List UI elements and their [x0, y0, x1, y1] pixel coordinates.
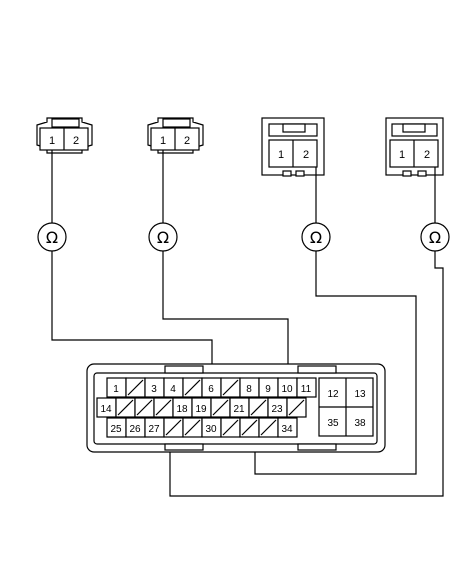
ecu-pin: 34: [281, 424, 293, 435]
ecu-pin: 14: [100, 404, 112, 415]
connector-b: 1 2: [147, 117, 204, 154]
ohmmeter-a: Ω: [37, 222, 67, 252]
ohm-symbol-a: Ω: [46, 228, 58, 247]
ecu-pin: 25: [110, 424, 122, 435]
connector-c: 1 2: [261, 117, 325, 177]
ohmmeter-d: Ω: [420, 222, 450, 252]
ecu-pin: 19: [195, 404, 207, 415]
ohm-symbol-b: Ω: [157, 228, 169, 247]
ecu-pin: 27: [148, 424, 160, 435]
connector-d: 1 2: [385, 117, 444, 177]
wire-c-ecu: [254, 251, 417, 475]
connector-b-pin-1: 1: [160, 135, 166, 147]
connector-a: 1 2: [36, 117, 93, 154]
ohmmeter-b: Ω: [148, 222, 178, 252]
wires: [51, 150, 444, 497]
ecu-pin: 26: [129, 424, 141, 435]
ecu-pin: 13: [354, 389, 366, 400]
ecu-pin: 38: [354, 418, 366, 429]
connector-a-pin-2: 2: [73, 135, 79, 147]
connector-c-pin-2: 2: [303, 149, 309, 161]
connector-b-pin-2: 2: [184, 135, 190, 147]
wire-d-ecu: [169, 251, 444, 497]
ecu-pin: 18: [176, 404, 188, 415]
ecu-pin: 12: [327, 389, 339, 400]
ecu-pin: 3: [151, 384, 157, 395]
wire-a-ecu: [51, 251, 213, 382]
ecu-pin: 21: [233, 404, 245, 415]
ecu-connector: 1 3 4 6 8 9 10 11: [86, 363, 386, 453]
ecu-pin: 4: [170, 384, 176, 395]
ecu-pin: 8: [246, 384, 252, 395]
connector-c-pin-1: 1: [278, 149, 284, 161]
ecu-pin: 9: [265, 384, 271, 395]
ecu-pin: 35: [327, 418, 339, 429]
ecu-row-2: 14 18 19 21 23: [96, 397, 307, 418]
ecu-pin: 10: [281, 384, 293, 395]
ecu-row-3: 25 26 27 30 34: [106, 417, 298, 438]
ecu-pin: 11: [301, 384, 312, 395]
ohmmeter-c: Ω: [301, 222, 331, 252]
ecu-pin: 6: [208, 384, 214, 395]
ecu-right-block: 12 13 35 38: [318, 377, 374, 437]
connector-a-pin-1: 1: [49, 135, 55, 147]
connector-d-pin-1: 1: [399, 149, 405, 161]
ecu-pin: 30: [205, 424, 217, 435]
ecu-pin: 23: [271, 404, 283, 415]
ohm-symbol-c: Ω: [310, 228, 322, 247]
wire-b-ecu: [162, 251, 289, 382]
ecu-row-1: 1 3 4 6 8 9 10 11: [106, 377, 317, 398]
ohm-symbol-d: Ω: [429, 228, 441, 247]
ecu-pin: 1: [113, 384, 119, 395]
connector-d-pin-2: 2: [424, 149, 430, 161]
